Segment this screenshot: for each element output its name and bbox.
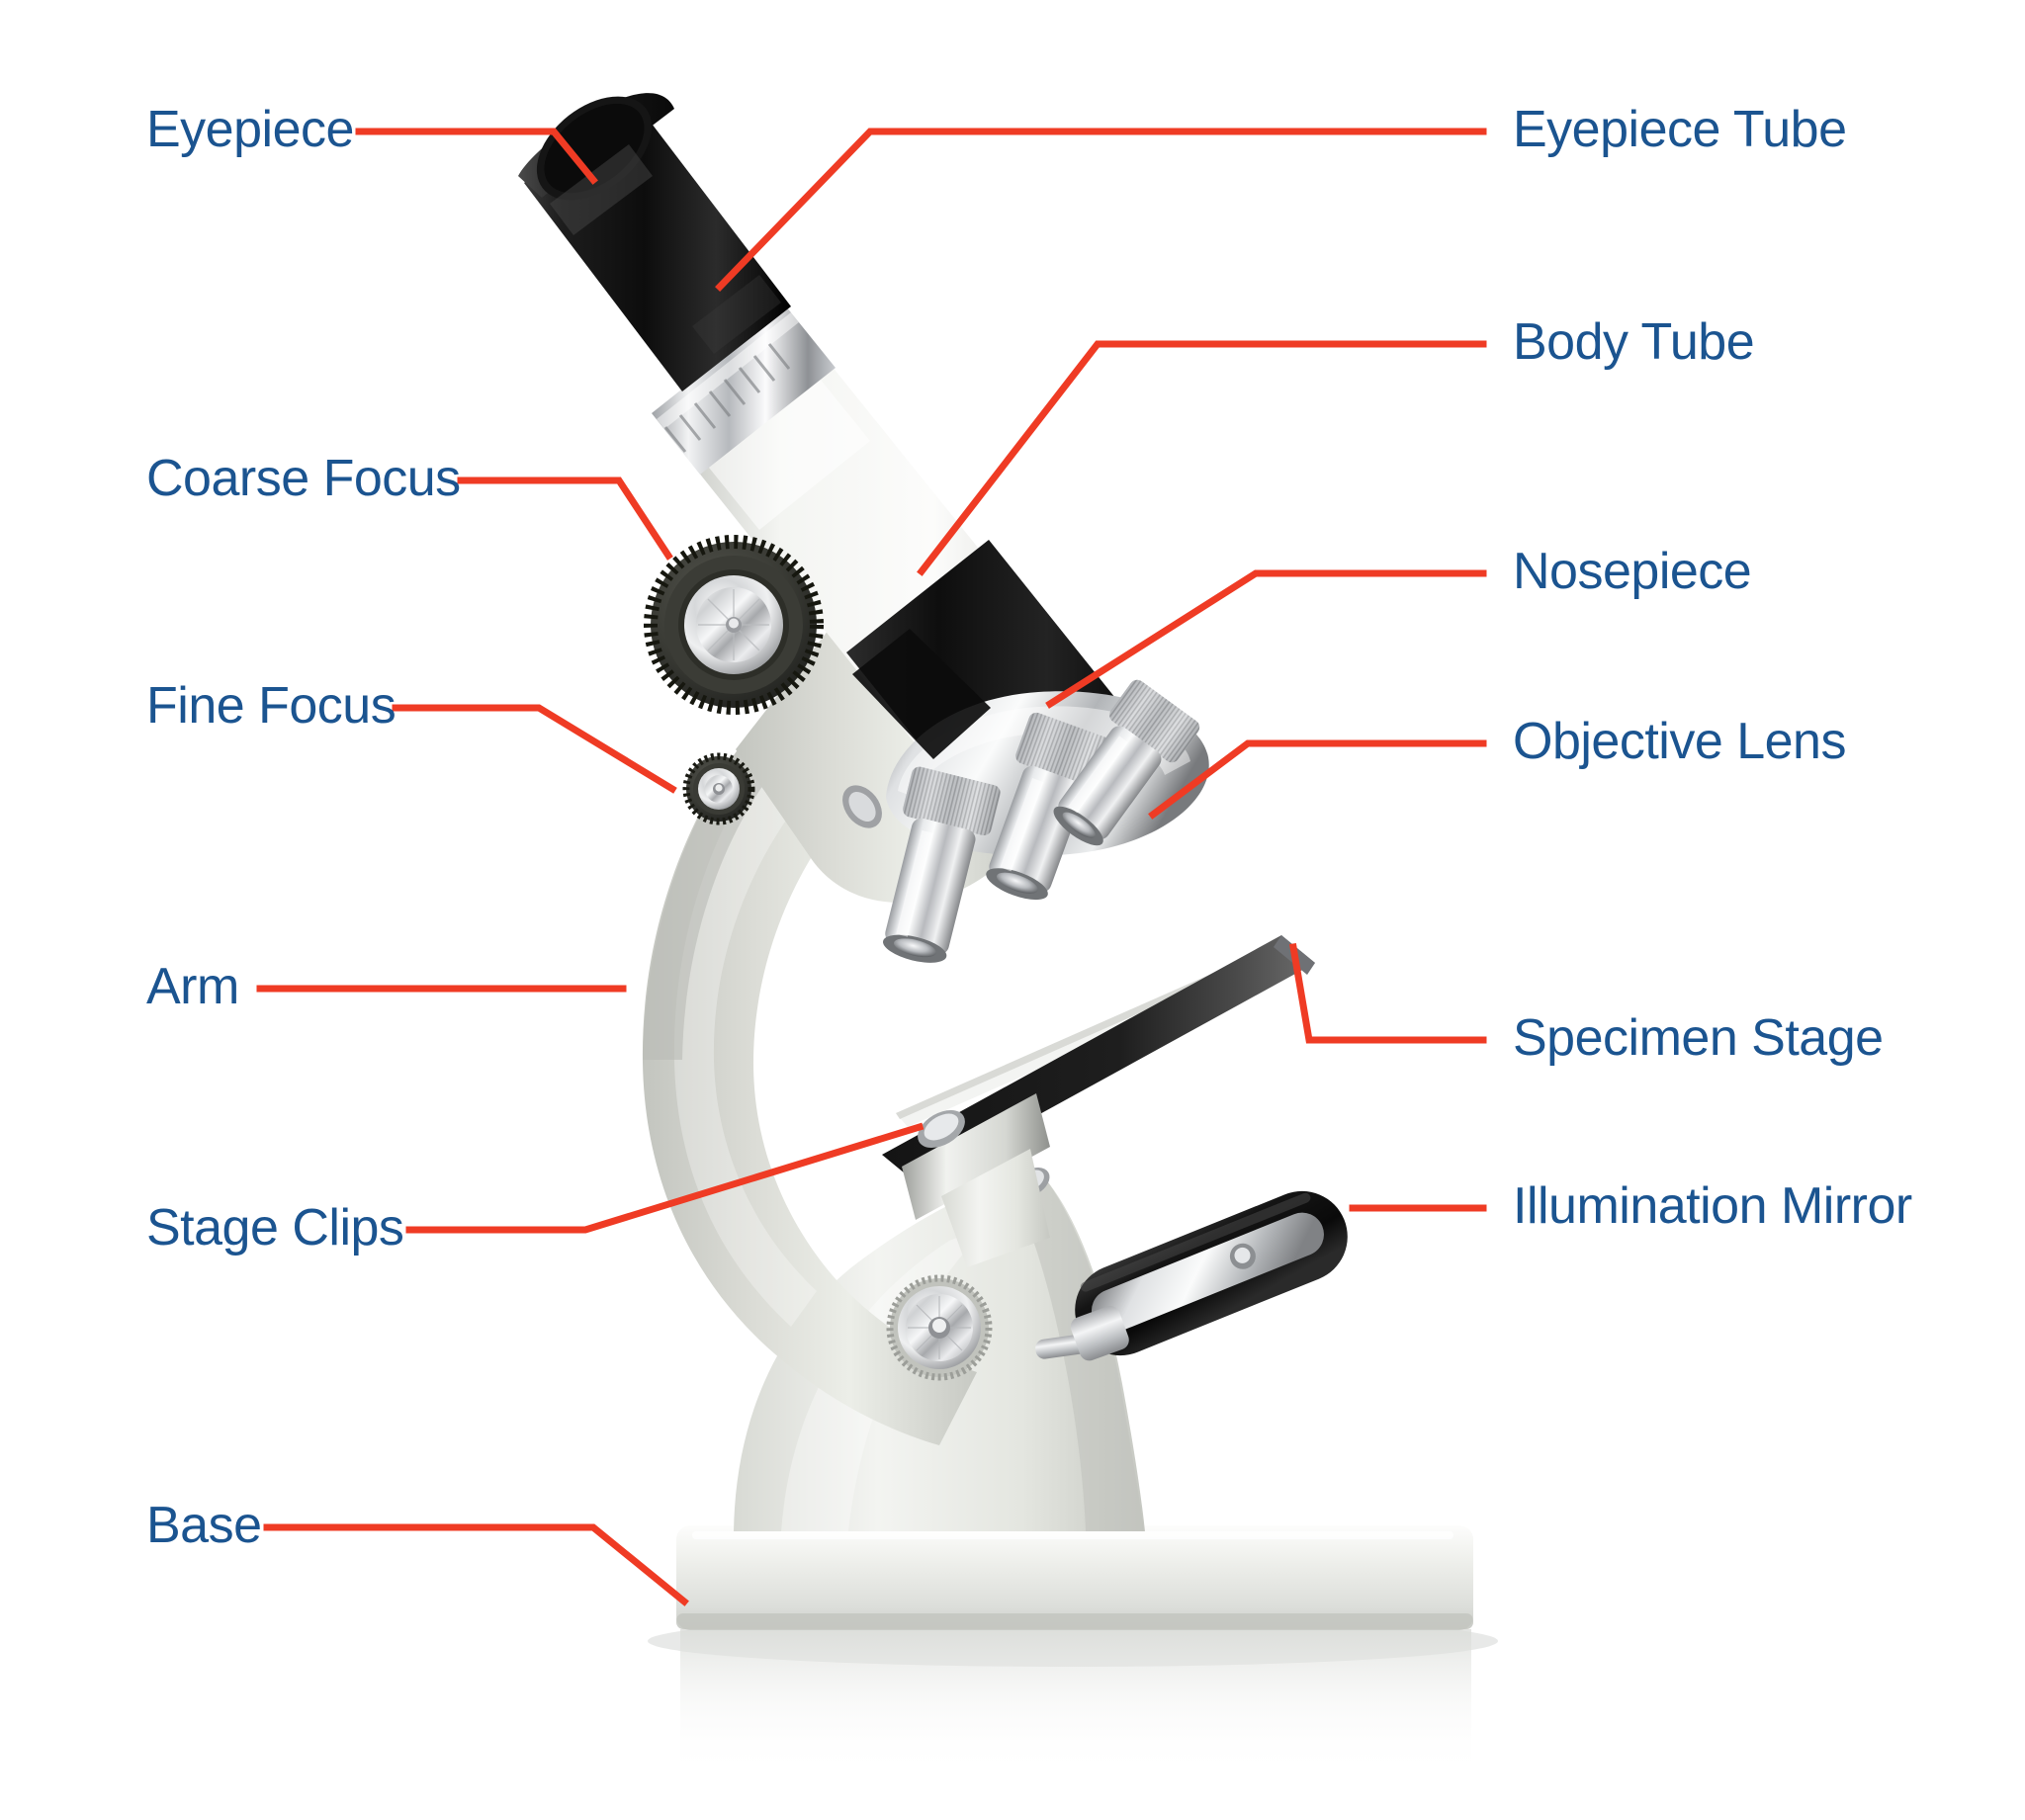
- microscope-arm: [642, 734, 977, 1445]
- label-objective-lens: Objective Lens: [1513, 713, 1846, 770]
- stand-right-shade: [1018, 1182, 1144, 1531]
- leader-stage-clips: [405, 1122, 924, 1234]
- leader-nosepiece: [1045, 569, 1487, 709]
- base-reflection: [680, 1629, 1471, 1777]
- microscope-body: [518, 93, 1498, 1777]
- label-eyepiece-tube: Eyepiece Tube: [1513, 101, 1847, 158]
- label-specimen-stage: Specimen Stage: [1513, 1009, 1884, 1067]
- illumination-mirror: [1035, 1190, 1348, 1361]
- eyepiece-tube-ring: [652, 306, 836, 475]
- label-arm: Arm: [146, 958, 239, 1015]
- leader-coarse-focus: [457, 477, 673, 561]
- arm-inner-highlight: [673, 761, 817, 1327]
- microscope-base: [676, 1525, 1473, 1630]
- leader-eyepiece: [355, 128, 598, 185]
- objective-lens-left: [883, 766, 1001, 963]
- label-coarse-focus: Coarse Focus: [146, 450, 461, 507]
- coarse-focus-knob: [644, 535, 824, 715]
- leader-lines: [256, 128, 1487, 1606]
- leader-eyepiece-tube: [715, 128, 1487, 292]
- label-stage-clips: Stage Clips: [146, 1199, 404, 1257]
- leader-fine-focus: [392, 704, 677, 794]
- stage-adjust-knob: [886, 1274, 993, 1381]
- label-body-tube: Body Tube: [1513, 313, 1755, 371]
- fine-focus-knob: [682, 752, 755, 825]
- leader-objective-lens: [1148, 739, 1487, 820]
- objective-lens-right: [1053, 679, 1200, 846]
- leader-body-tube: [917, 340, 1487, 576]
- leader-base: [263, 1523, 689, 1606]
- label-illumination-mirror: Illumination Mirror: [1513, 1177, 1912, 1235]
- label-nosepiece: Nosepiece: [1513, 543, 1752, 600]
- label-fine-focus: Fine Focus: [146, 677, 396, 735]
- specimen-stage: [882, 935, 1315, 1267]
- leader-specimen-stage: [1288, 942, 1487, 1044]
- label-eyepiece: Eyepiece: [146, 101, 354, 158]
- arm-outer-shade: [643, 734, 779, 1060]
- label-base: Base: [146, 1497, 262, 1554]
